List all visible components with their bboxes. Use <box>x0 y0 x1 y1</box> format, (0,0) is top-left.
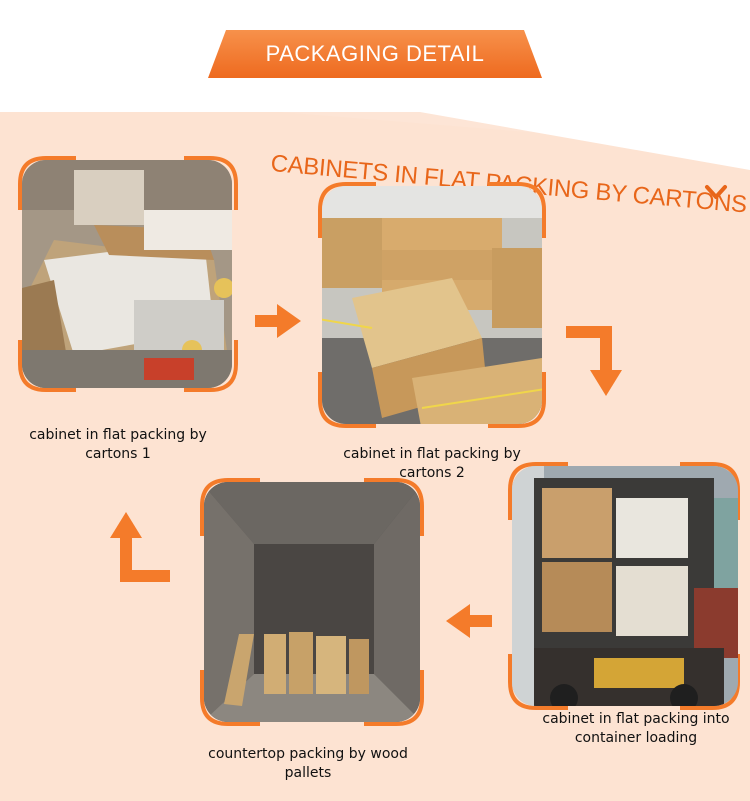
arrow-turn-up-icon <box>110 512 170 582</box>
arrow-left-icon <box>446 604 492 638</box>
arrow-turn-down-icon <box>566 326 622 396</box>
photo-container-loading <box>504 458 744 714</box>
photo-packing-cartons-2 <box>312 178 552 432</box>
arrow-right-icon <box>255 304 301 338</box>
caption-step-2: cabinet in flat packing by cartons 2 <box>343 446 521 481</box>
page-title: PACKAGING DETAIL <box>265 41 485 66</box>
photo-packing-cartons-1 <box>14 150 244 400</box>
caption-step-4: countertop packing by wood pallets <box>208 746 408 781</box>
photo-wood-pallets <box>194 474 430 730</box>
caption-step-1: cabinet in flat packing by cartons 1 <box>29 427 207 462</box>
caption-step-3: cabinet in flat packing into container l… <box>542 711 730 746</box>
chevron-down-icon <box>705 185 727 199</box>
header-banner <box>208 30 542 78</box>
